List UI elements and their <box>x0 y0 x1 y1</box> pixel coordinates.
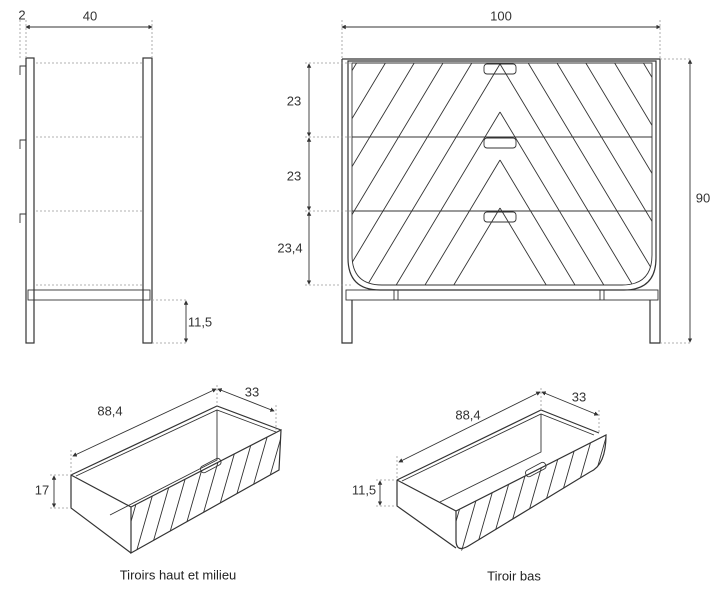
chevron-line <box>352 207 501 285</box>
drawer1-handle <box>200 457 222 474</box>
chevron-line <box>352 159 501 285</box>
drawer2-handle <box>525 461 547 478</box>
chevron-line <box>352 63 501 225</box>
chevron-line <box>499 111 652 285</box>
handle-middle <box>483 137 517 149</box>
chevron-pattern <box>352 63 652 285</box>
front-body <box>347 60 657 291</box>
drawer1-height-label: 17 <box>34 482 50 498</box>
chevron-line <box>352 63 501 285</box>
front-height-label: 90 <box>695 190 711 206</box>
chevron-line <box>499 63 652 273</box>
chevron-line <box>352 63 501 285</box>
drawer2-hatching <box>456 435 606 554</box>
drawer-height-3: 23,4 <box>277 240 303 256</box>
chevron-line <box>499 63 652 285</box>
chevron-line <box>499 63 652 285</box>
chevron-line <box>352 63 501 285</box>
front-view <box>305 20 693 344</box>
drawer2-front <box>455 434 607 550</box>
side-offset-label: 2 <box>18 7 26 23</box>
side-back-post <box>142 57 153 344</box>
drawer1-depth-label: 33 <box>244 384 260 400</box>
chevron-line <box>352 111 501 285</box>
drawer-handle-profiles <box>19 65 26 223</box>
drawer2-height-label: 11,5 <box>351 482 377 498</box>
drawer-height-1: 23 <box>286 93 302 109</box>
side-front-post <box>25 57 35 344</box>
chevron-line <box>352 63 501 273</box>
leg-height-label: 11,5 <box>187 314 213 330</box>
drawer-hatch-line <box>570 435 606 554</box>
chevron-line <box>499 207 652 285</box>
chevron-line <box>499 159 652 285</box>
drawer2-length-label: 88,4 <box>455 407 481 423</box>
drawer-hatch-line <box>556 435 598 554</box>
side-rail <box>27 289 151 301</box>
chevron-line <box>499 63 652 225</box>
drawer1-caption: Tiroirs haut et milieu <box>119 567 237 583</box>
front-width-label: 100 <box>490 8 512 24</box>
front-rail <box>345 289 659 301</box>
chevron-line <box>499 63 652 285</box>
drawer-height-2: 23 <box>286 168 302 184</box>
side-view <box>19 20 189 344</box>
drawer-bottom <box>376 388 607 554</box>
drawer1-front <box>130 428 282 555</box>
drawer-top-middle <box>50 385 282 555</box>
side-depth-label: 40 <box>82 8 98 24</box>
chevron-line <box>352 63 501 285</box>
handle-top <box>483 63 517 75</box>
drawer2-caption: Tiroir bas <box>487 568 541 584</box>
drawer1-length-label: 88,4 <box>97 403 123 419</box>
handle-bottom <box>483 211 517 223</box>
drawer-panel <box>351 62 653 286</box>
drawer2-depth-label: 33 <box>571 389 587 405</box>
chevron-line <box>499 63 652 285</box>
